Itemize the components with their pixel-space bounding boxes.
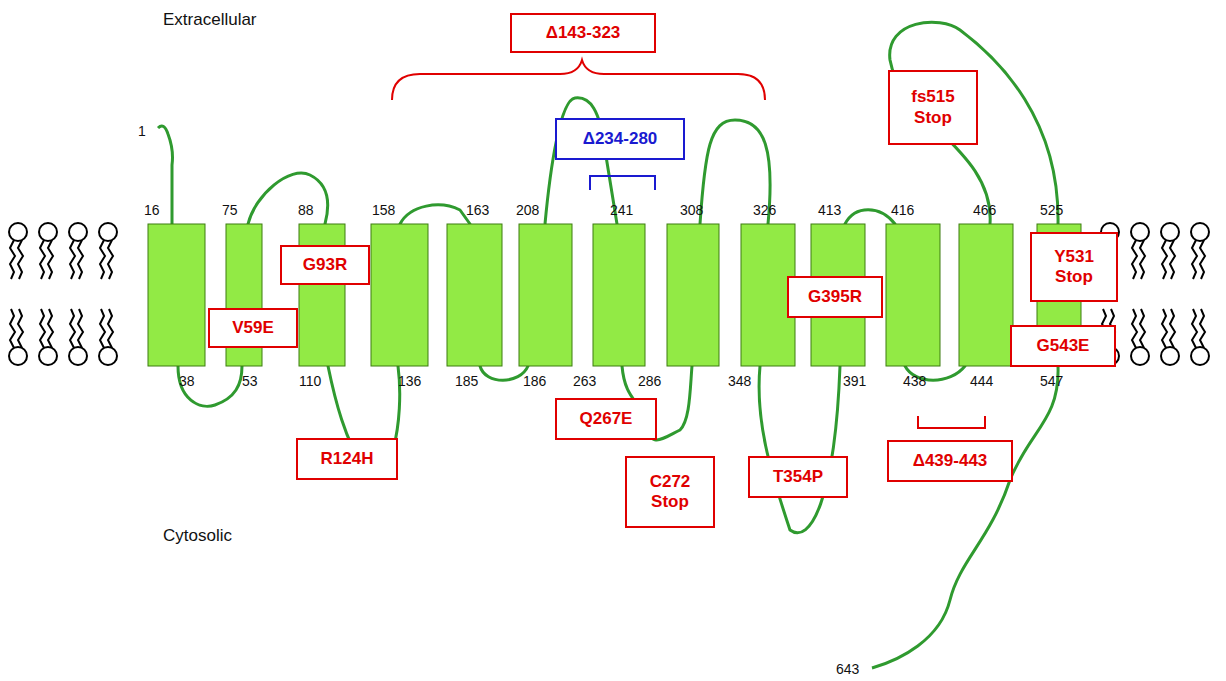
deletion-bracket xyxy=(918,416,985,428)
mutation-text: R124H xyxy=(321,449,374,469)
mutation-text: V59E xyxy=(232,318,274,338)
residue-number: 158 xyxy=(371,203,396,218)
mutation-box: Δ143-323 xyxy=(510,13,656,53)
residue-number: 110 xyxy=(298,374,322,389)
mutation-box: G395R xyxy=(787,276,883,318)
residue-number: 391 xyxy=(842,374,867,389)
terminus-number: 643 xyxy=(835,662,860,677)
residue-number: 241 xyxy=(609,203,634,218)
mutation-box: fs515 Stop xyxy=(888,70,978,145)
mutation-text: C272 Stop xyxy=(633,472,707,513)
residue-number: 75 xyxy=(221,203,239,218)
mutation-text: Δ143-323 xyxy=(546,23,621,43)
residue-number: 163 xyxy=(465,203,490,218)
residue-number: 286 xyxy=(637,374,662,389)
residue-number: 326 xyxy=(752,203,777,218)
residue-number: 53 xyxy=(241,374,259,389)
residue-number: 525 xyxy=(1039,203,1064,218)
mutation-box: R124H xyxy=(296,438,398,480)
mutation-box: G543E xyxy=(1010,325,1116,367)
residue-number: 308 xyxy=(679,203,704,218)
residue-number: 185 xyxy=(454,374,479,389)
residue-number: 263 xyxy=(572,374,597,389)
deletion-bracket xyxy=(392,60,765,100)
residue-number: 208 xyxy=(515,203,540,218)
mutation-text: Δ234-280 xyxy=(583,129,658,149)
residue-number: 466 xyxy=(972,203,997,218)
residue-number: 416 xyxy=(890,203,915,218)
mutation-box: Y531 Stop xyxy=(1030,232,1118,302)
residue-number: 88 xyxy=(297,203,315,218)
mutation-box: Δ234-280 xyxy=(555,118,685,160)
mutation-text: G93R xyxy=(303,255,347,275)
residue-number: 16 xyxy=(143,203,161,218)
residue-number: 547 xyxy=(1039,374,1064,389)
polypeptide-chain xyxy=(158,22,1058,668)
transmembrane-helices xyxy=(148,224,1081,366)
residue-number: 348 xyxy=(727,374,752,389)
residue-number: 438 xyxy=(902,374,927,389)
mutation-box: G93R xyxy=(280,245,370,285)
mutation-text: fs515 Stop xyxy=(896,87,970,128)
mutation-box: V59E xyxy=(208,308,298,348)
mutation-text: Q267E xyxy=(580,409,633,429)
mutation-text: T354P xyxy=(773,467,823,487)
mutation-box: T354P xyxy=(748,456,848,498)
mutation-text: G395R xyxy=(808,287,862,307)
region-label: Cytosolic xyxy=(162,527,233,546)
mutation-box: Δ439-443 xyxy=(887,440,1013,482)
mutation-box: Q267E xyxy=(555,398,657,440)
mutation-text: G543E xyxy=(1037,336,1090,356)
terminus-number: 1 xyxy=(137,124,147,139)
mutation-box: C272 Stop xyxy=(625,456,715,528)
residue-number: 38 xyxy=(178,374,196,389)
mutation-text: Δ439-443 xyxy=(913,451,988,471)
region-label: Extracellular xyxy=(162,11,258,30)
residue-number: 413 xyxy=(817,203,842,218)
residue-number: 444 xyxy=(969,374,994,389)
residue-number: 136 xyxy=(397,374,422,389)
mutation-text: Y531 Stop xyxy=(1038,247,1110,288)
residue-number: 186 xyxy=(522,374,547,389)
deletion-bracket xyxy=(590,176,655,190)
